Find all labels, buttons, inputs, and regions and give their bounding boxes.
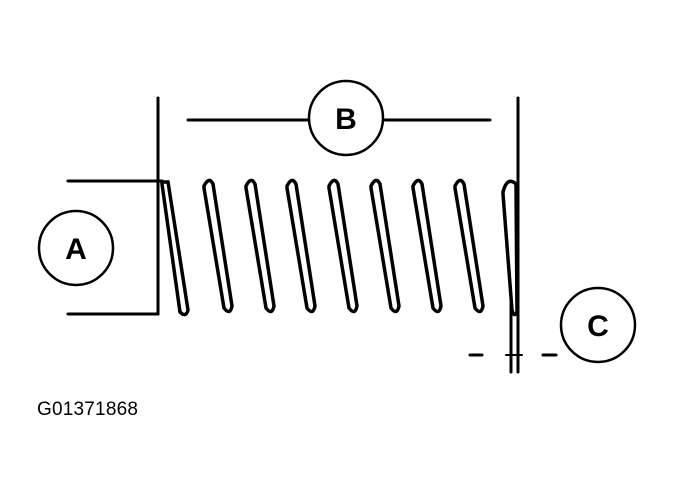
- coil-7: [411, 178, 443, 314]
- callout-c-circle: [559, 286, 637, 364]
- coil-9-end: [501, 179, 519, 317]
- coil-5: [327, 178, 359, 314]
- coil-8: [453, 178, 485, 314]
- coil-3: [244, 178, 276, 314]
- coil-6: [369, 178, 401, 314]
- callout-b-label: B: [335, 103, 357, 136]
- spring-coils: [160, 178, 519, 317]
- coil-4: [285, 178, 317, 314]
- callout-a-circle: [37, 209, 115, 287]
- figure-id: G01371868: [37, 399, 139, 420]
- callout-c-label: C: [587, 310, 609, 343]
- coil-1: [160, 180, 190, 317]
- callout-b-circle: [307, 79, 385, 157]
- coil-2: [202, 178, 234, 314]
- callout-a-label: A: [65, 233, 87, 266]
